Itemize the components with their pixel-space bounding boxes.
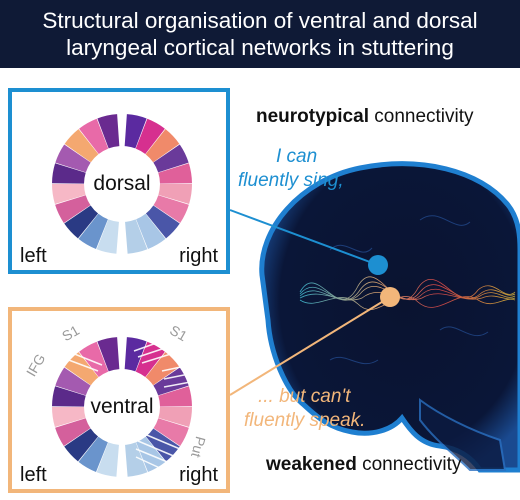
ventral-dot bbox=[380, 287, 400, 307]
sing-quote-line-1: I can bbox=[276, 146, 318, 167]
dorsal-ring-left-segment bbox=[96, 219, 119, 254]
dorsal-ring-right-segment bbox=[145, 129, 180, 163]
dorsal-ring-right-segment bbox=[125, 219, 148, 254]
dorsal-ring-label: dorsal bbox=[93, 172, 151, 195]
dorsal-ring-left-segment bbox=[55, 144, 91, 173]
ventral-ring-left-segment bbox=[96, 442, 119, 477]
ventral-ring bbox=[52, 337, 197, 477]
weakened-heading: weakened connectivity bbox=[266, 454, 461, 476]
ventral-ring-label: ventral bbox=[90, 395, 154, 418]
ventral-ring-right-segment bbox=[153, 418, 189, 446]
ventral-ring-left-segment bbox=[52, 407, 86, 427]
dorsal-ring-right-segment bbox=[153, 144, 189, 173]
dorsal-dot bbox=[368, 255, 388, 275]
ventral-panel: ventral S1 IFG S1 Put left right bbox=[8, 307, 230, 493]
title-line-2: laryngeal cortical networks in stutterin… bbox=[66, 35, 454, 60]
connectivity-waves bbox=[299, 276, 516, 310]
ventral-ring-left-segment bbox=[97, 337, 120, 372]
neurotypical-bold: neurotypical bbox=[256, 106, 369, 127]
speak-quote-line-2: fluently speak. bbox=[244, 410, 366, 431]
weakened-rest: connectivity bbox=[356, 454, 462, 475]
sing-quote-line-2: fluently sing, bbox=[238, 170, 344, 191]
ventral-ring-right-segment bbox=[145, 352, 180, 386]
ventral-ring-left-segment bbox=[64, 428, 99, 462]
dorsal-ring-left-segment bbox=[64, 129, 99, 163]
ventral-ring-right-segment bbox=[125, 442, 148, 477]
ventral-ring-left-segment bbox=[79, 341, 109, 377]
ventral-left-label: left bbox=[20, 464, 47, 486]
dorsal-ring-right-segment bbox=[135, 118, 165, 154]
dorsal-connector-line bbox=[229, 209, 379, 266]
dorsal-ring-right-segment bbox=[145, 205, 180, 239]
dorsal-ring-left-segment bbox=[52, 163, 86, 184]
ventral-ring-right-segment bbox=[145, 428, 180, 462]
brain-folds bbox=[329, 215, 489, 365]
ventral-right-label: right bbox=[179, 464, 218, 486]
title-banner: Structural organisation of ventral and d… bbox=[0, 0, 520, 68]
neurotypical-rest: connectivity bbox=[368, 106, 474, 127]
dorsal-ring-right-segment bbox=[158, 163, 192, 184]
title-line-1: Structural organisation of ventral and d… bbox=[42, 8, 478, 33]
ventral-ring-left-segment bbox=[52, 386, 86, 407]
ventral-hatching bbox=[65, 340, 197, 470]
dorsal-ring-left-segment bbox=[64, 205, 99, 239]
ventral-ring-left-segment bbox=[55, 367, 91, 396]
dorsal-ring-left-segment bbox=[79, 118, 109, 154]
brainstem-shape bbox=[419, 398, 507, 471]
ventral-ring-right-segment bbox=[124, 337, 147, 372]
dorsal-ring-right-segment bbox=[124, 114, 147, 149]
dorsal-ring-left-segment bbox=[78, 213, 108, 249]
dorsal-ring-right-segment bbox=[158, 184, 192, 204]
dorsal-ring-left-segment bbox=[52, 184, 86, 204]
dorsal-ring-left-segment bbox=[55, 195, 91, 223]
dorsal-ring-right-segment bbox=[153, 195, 189, 223]
speak-quote-line-1: ... but can't bbox=[258, 386, 351, 407]
ventral-ring-left-segment bbox=[78, 436, 108, 472]
brain-silhouette bbox=[259, 161, 520, 473]
dorsal-ring-left-segment bbox=[97, 114, 120, 149]
dorsal-ring-right-segment bbox=[136, 213, 166, 249]
dorsal-right-label: right bbox=[179, 245, 218, 267]
ventral-ring-right-segment bbox=[153, 367, 189, 396]
ventral-ring-right-segment bbox=[158, 407, 192, 427]
weakened-bold: weakened bbox=[266, 454, 357, 475]
ventral-ring-left-segment bbox=[55, 418, 91, 446]
dorsal-panel: dorsal left right bbox=[8, 88, 230, 274]
ventral-ring-left-segment bbox=[64, 352, 99, 386]
ventral-connector-line bbox=[229, 296, 391, 396]
dorsal-ring bbox=[52, 114, 192, 254]
ventral-ring-right-segment bbox=[158, 386, 192, 407]
dorsal-left-label: left bbox=[20, 245, 47, 267]
neurotypical-heading: neurotypical connectivity bbox=[256, 106, 474, 128]
